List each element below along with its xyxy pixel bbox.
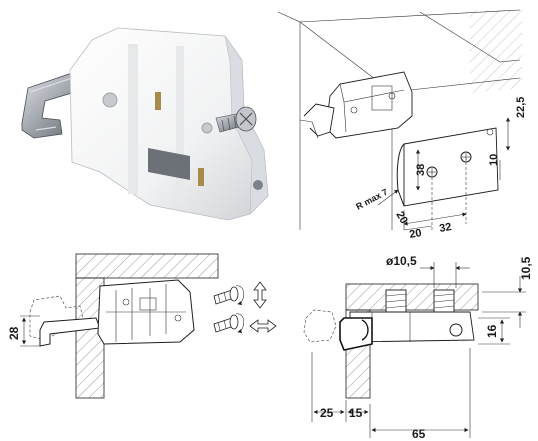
dim-15: 15 xyxy=(349,406,363,420)
vertical-adjust-arrow-icon xyxy=(253,281,267,309)
dim-16: 16 xyxy=(485,324,499,338)
dim-20-depth: 20 xyxy=(393,210,410,227)
screw-icon xyxy=(215,106,257,133)
dim-32-spacing: 32 xyxy=(438,221,452,235)
dim-diameter: ø10,5 xyxy=(386,254,417,268)
dim-65: 65 xyxy=(412,427,426,441)
dim-radius: R max 7 xyxy=(354,187,389,212)
dim-28: 28 xyxy=(7,326,21,340)
dim-25: 25 xyxy=(320,406,334,420)
horizontal-adjust-arrow-icon xyxy=(249,319,277,333)
screw-adjust-icon-lower xyxy=(213,313,245,334)
bracket-photo xyxy=(21,27,269,221)
perspective-installation-view: 22,5 10 38 R max 7 20 20 32 xyxy=(277,9,527,241)
dim-20-spacing: 20 xyxy=(408,227,422,241)
dim-10-5: 10,5 xyxy=(519,256,533,280)
section-view: ø10,5 10,5 16 25 15 65 xyxy=(303,254,533,441)
dim-10: 10 xyxy=(488,154,500,166)
dim-38: 38 xyxy=(415,164,427,176)
dim-22-5: 22,5 xyxy=(515,97,527,118)
side-view: 28 xyxy=(7,253,277,399)
screw-adjust-icon-upper xyxy=(213,285,245,306)
